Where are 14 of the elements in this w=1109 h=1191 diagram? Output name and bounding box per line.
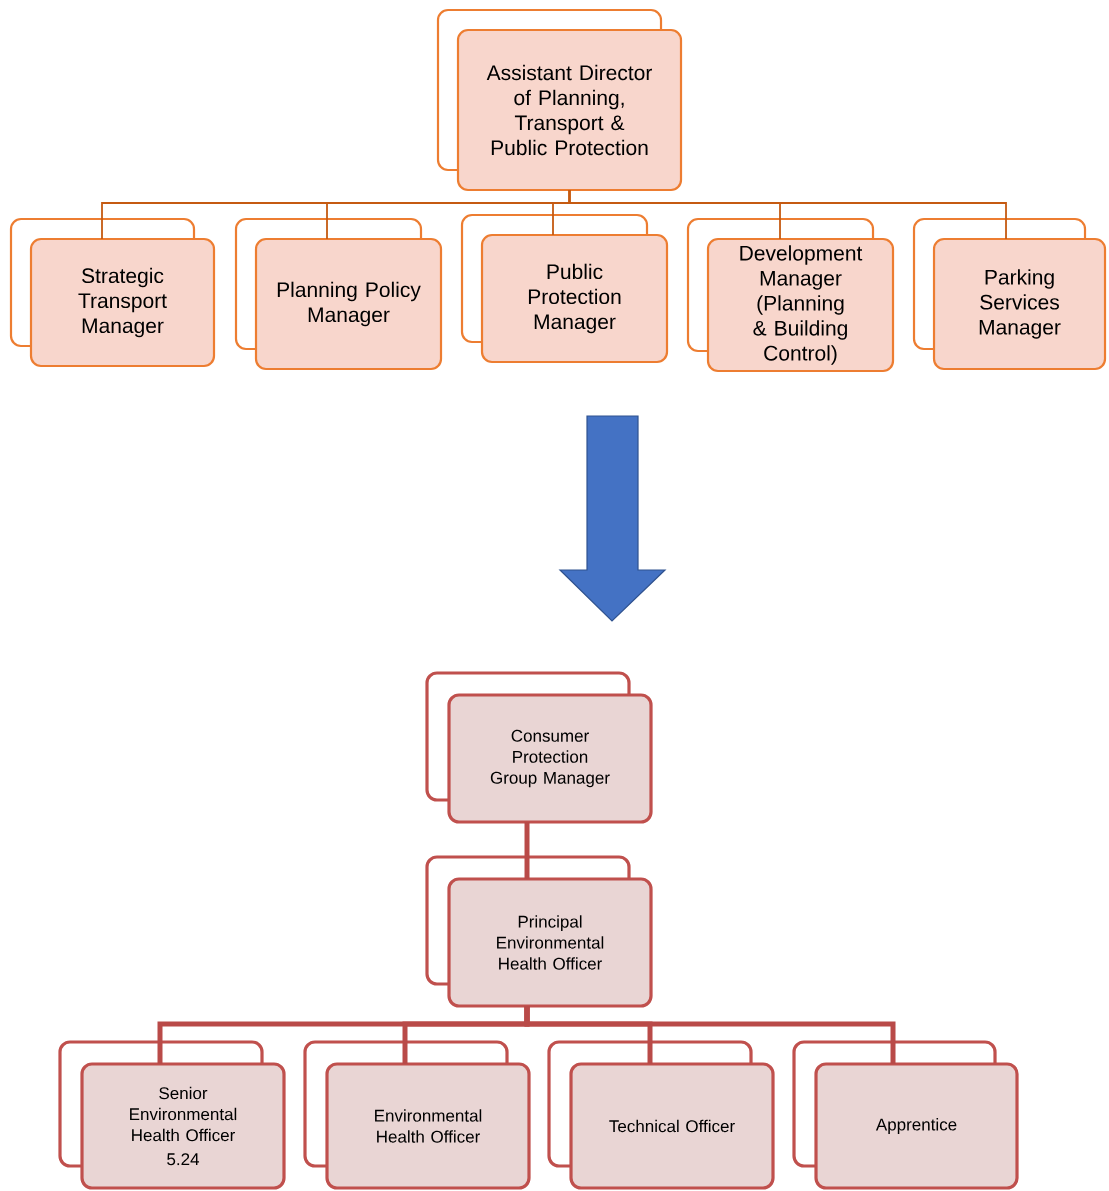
org-box: Senior Environmental Health Officer 5.24 — [58, 1040, 286, 1190]
org-box: Public Protection Manager — [460, 213, 669, 364]
org-box: Principal Environmental Health Officer — [425, 855, 653, 1008]
org-box: Planning Policy Manager — [234, 217, 443, 371]
org-box: Strategic Transport Manager — [9, 217, 216, 368]
connector-line — [524, 822, 530, 879]
org-box: Technical Officer — [547, 1040, 775, 1190]
org-box: Environmental Health Officer — [303, 1040, 531, 1190]
org-box: Development Manager (Planning & Building Control) — [686, 217, 895, 373]
org-box: Apprentice — [792, 1040, 1019, 1190]
org-box: Assistant Director of Planning, Transport & Public Protection — [436, 8, 683, 192]
org-box: Consumer Protection Group Manager — [425, 671, 653, 824]
org-box: Parking Services Manager — [912, 217, 1107, 371]
connector-line — [524, 1006, 896, 1064]
